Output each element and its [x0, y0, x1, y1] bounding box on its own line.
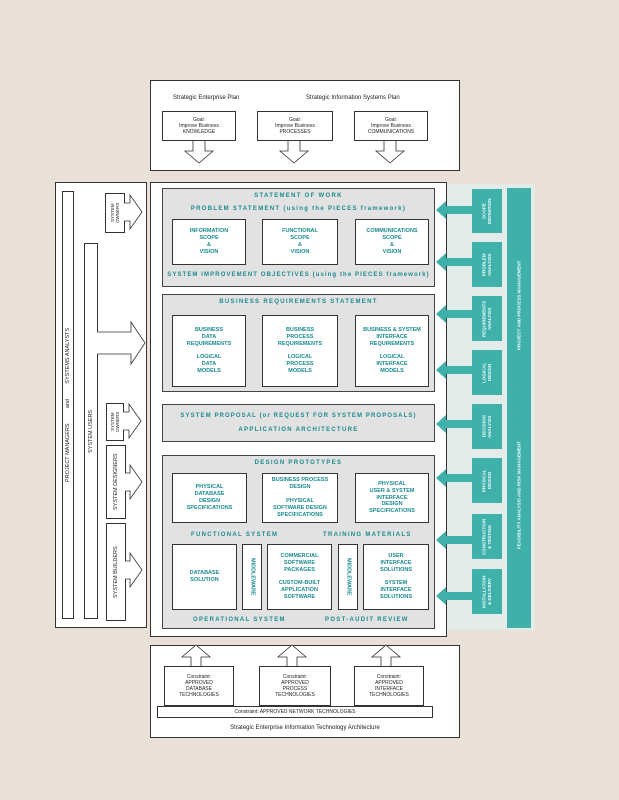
- training-materials-label: TRAINING MATERIALS: [323, 532, 412, 538]
- up-arrow-icon: [370, 644, 402, 666]
- information-scope-box: INFORMATION SCOPE & VISION: [172, 219, 246, 265]
- left-arrow-icon: [436, 361, 472, 379]
- database-solution-box: DATABASE SOLUTION: [172, 544, 237, 610]
- goal-processes: Goal: Improve Business PROCESSES: [257, 111, 333, 141]
- middleware-box-2: MIDDLEWARE: [338, 544, 358, 610]
- up-arrow-icon: [276, 644, 308, 666]
- right-arrow-icon: [125, 463, 143, 501]
- design-panel: DESIGN PROTOTYPES PHYSICAL DATABASE DESI…: [162, 455, 435, 629]
- right-arrow-icon: [125, 551, 143, 589]
- physical-database-design-box: PHYSICAL DATABASE DESIGN SPECIFICATIONS: [172, 473, 247, 523]
- right-arrow-icon: [123, 402, 142, 440]
- problem-statement: PROBLEM STATEMENT (using the PIECES fram…: [190, 206, 407, 212]
- left-arrow-icon: [436, 531, 472, 549]
- strategic-enterprise-plan-label: Strategic Enterprise Plan: [173, 95, 240, 101]
- architecture-caption: Strategic Enterprise Information Technol…: [230, 725, 380, 731]
- left-arrow-icon: [436, 253, 472, 271]
- strategic-is-plan-label: Strategic Information Systems Plan: [306, 95, 400, 101]
- management-bar: [507, 188, 531, 628]
- left-arrow-icon: [436, 415, 472, 433]
- system-proposal-panel: SYSTEM PROPOSAL (or REQUEST FOR SYSTEM P…: [162, 404, 435, 442]
- stakeholders-box: PROJECT MANAGERS and SYSTEMS ANALYSTS SY…: [55, 182, 147, 628]
- post-audit-review-label: POST-AUDIT REVIEW: [325, 617, 409, 623]
- right-arrow-icon: [124, 193, 143, 231]
- interface-constraint-box: Constraint: APPROVED INTERFACE TECHNOLOG…: [354, 666, 424, 706]
- application-architecture-label: APPLICATION ARCHITECTURE: [238, 427, 359, 433]
- goal-communications: Goal: Improve Business COMMUNICATIONS: [354, 111, 428, 141]
- process-requirements-box: BUSINESS PROCESS REQUIREMENTS LOGICAL PR…: [262, 315, 338, 387]
- network-constraint-box: Constraint: APPROVED NETWORK TECHNOLOGIE…: [157, 706, 433, 718]
- process-constraint-box: Constraint: APPROVED PROCESS TECHNOLOGIE…: [259, 666, 331, 706]
- functional-scope-box: FUNCTIONAL SCOPE & VISION: [262, 219, 338, 265]
- database-constraint-box: Constraint: APPROVED DATABASE TECHNOLOGI…: [164, 666, 234, 706]
- interface-solutions-box: USER INTERFACE SOLUTIONS SYSTEM INTERFAC…: [363, 544, 429, 610]
- improvement-objectives: SYSTEM IMPROVEMENT OBJECTIVES (using the…: [167, 272, 430, 278]
- design-prototypes-title: DESIGN PROTOTYPES: [254, 460, 343, 466]
- middleware-box-1: MIDDLEWARE: [242, 544, 262, 610]
- business-requirements-title: BUSINESS REQUIREMENTS STATEMENT: [219, 299, 378, 305]
- down-arrow-icon: [183, 141, 215, 164]
- left-arrow-icon: [436, 469, 472, 487]
- left-arrow-icon: [436, 201, 472, 219]
- left-arrow-icon: [436, 587, 472, 605]
- left-arrow-icon: [436, 305, 472, 323]
- interface-requirements-box: BUSINESS & SYSTEM INTERFACE REQUIREMENTS…: [355, 315, 429, 387]
- up-arrow-icon: [180, 644, 212, 666]
- communications-scope-box: COMMUNICATIONS SCOPE & VISION: [355, 219, 429, 265]
- right-arrow-icon: [97, 320, 146, 366]
- statement-of-work-panel: STATEMENT OF WORK PROBLEM STATEMENT (usi…: [162, 188, 435, 287]
- statement-of-work-title: STATEMENT OF WORK: [254, 193, 343, 199]
- functional-system-label: FUNCTIONAL SYSTEM: [191, 532, 279, 538]
- interface-design-box: PHYSICAL USER & SYSTEM INTERFACE DESIGN …: [355, 473, 429, 523]
- operational-system-label: OPERATIONAL SYSTEM: [193, 617, 286, 623]
- system-proposal-label: SYSTEM PROPOSAL (or REQUEST FOR SYSTEM P…: [180, 413, 417, 419]
- goal-knowledge: Goal: Improve Business KNOWLEDGE: [162, 111, 236, 141]
- software-solution-box: COMMERCIAL SOFTWARE PACKAGES CUSTOM-BUIL…: [267, 544, 332, 610]
- down-arrow-icon: [374, 141, 406, 164]
- data-requirements-box: BUSINESS DATA REQUIREMENTS LOGICAL DATA …: [172, 315, 246, 387]
- down-arrow-icon: [278, 141, 310, 164]
- software-design-box: BUSINESS PROCESS DESIGN PHYSICAL SOFTWAR…: [262, 473, 338, 523]
- business-requirements-panel: BUSINESS REQUIREMENTS STATEMENT BUSINESS…: [162, 294, 435, 392]
